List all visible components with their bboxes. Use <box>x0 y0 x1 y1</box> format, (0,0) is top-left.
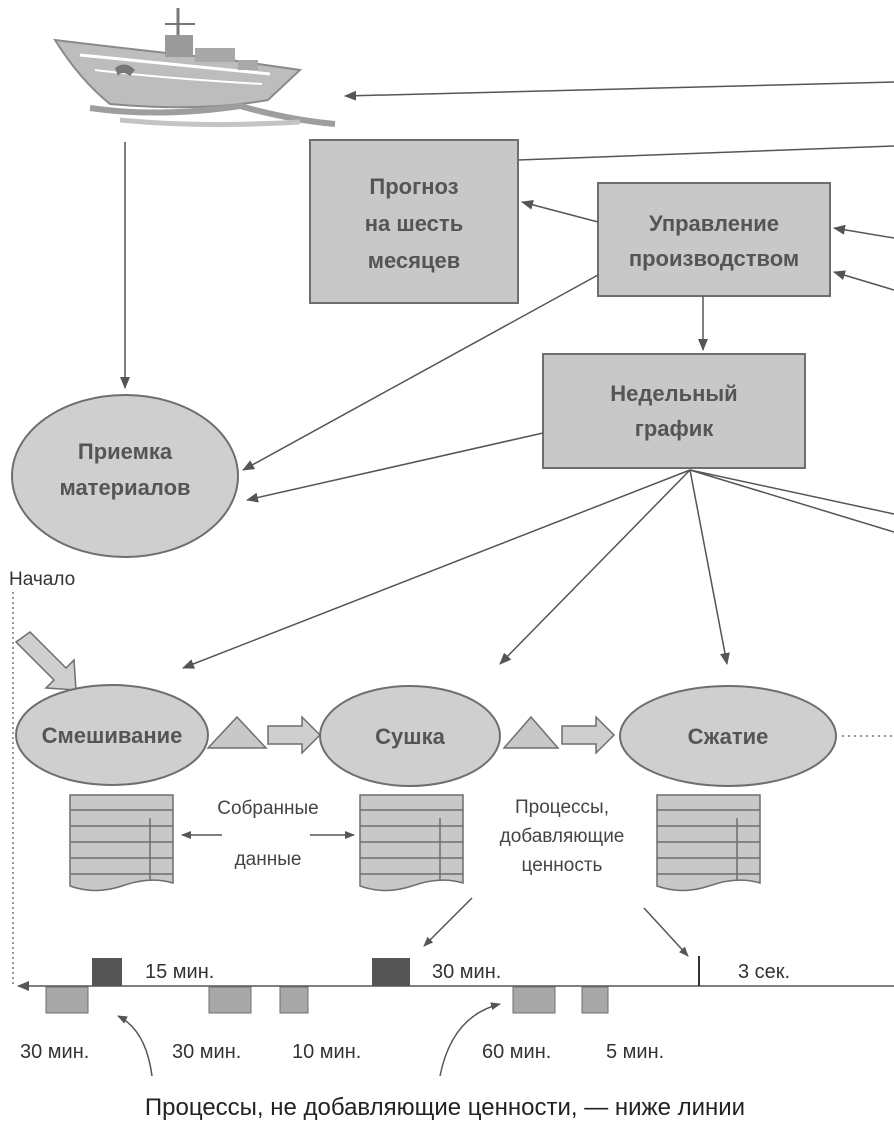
data-box-icon <box>69 794 174 892</box>
flow-arrow <box>833 224 894 239</box>
receiving-ellipse: Приемка материалов <box>11 394 239 558</box>
time-below-3: 10 мин. <box>292 1041 361 1063</box>
caption: Процессы, не добавляющие ценности, — ниж… <box>145 1094 745 1121</box>
flow-line <box>689 469 894 533</box>
inventory-triangle-icon <box>206 715 268 749</box>
process-drying-label: Сушка <box>375 724 445 749</box>
flow-line <box>517 145 894 161</box>
time-below-2: 30 мин. <box>172 1041 241 1063</box>
process-mixing-label: Смешивание <box>42 723 183 748</box>
flow-arrow <box>246 432 544 503</box>
timeline-value-block <box>92 958 122 986</box>
start-arrow-icon <box>14 631 77 691</box>
data-box-icon <box>359 794 464 892</box>
value-adding-line-1: Процессы, <box>515 797 609 818</box>
ship-icon <box>53 8 336 128</box>
process-compression-label: Сжатие <box>688 724 769 749</box>
weekly-schedule-box: Недельный график <box>542 353 806 469</box>
flow-arrow <box>499 469 691 665</box>
flow-arrow <box>182 469 691 669</box>
receiving-line-1: Приемка <box>78 439 173 464</box>
time-below-1: 30 мин. <box>20 1041 89 1063</box>
process-compression: Сжатие <box>619 685 837 787</box>
start-label: Начало <box>9 569 75 590</box>
time-below-4: 60 мин. <box>482 1041 551 1063</box>
weekly-schedule-line-2: график <box>635 416 715 441</box>
flow-line <box>689 469 894 515</box>
forecast-line-1: Прогноз <box>369 174 458 199</box>
caption-pointer <box>117 1015 153 1077</box>
flow-arrow <box>242 274 599 471</box>
flow-arrow <box>344 81 894 101</box>
time-below-5: 5 мин. <box>606 1041 664 1063</box>
data-box-icon <box>656 794 761 892</box>
receiving-line-2: материалов <box>59 475 190 500</box>
process-mixing: Смешивание <box>15 684 209 786</box>
timeline-waste-block <box>512 986 556 1014</box>
pointer-arrow <box>643 907 689 957</box>
production-control-line-1: Управление <box>649 211 779 236</box>
timeline-value-block <box>372 958 410 986</box>
process-drying: Сушка <box>319 685 501 787</box>
inventory-triangle-icon <box>502 715 560 749</box>
weekly-schedule-line-1: Недельный <box>610 381 737 406</box>
timeline-waste-block <box>279 986 309 1014</box>
production-control-line-2: производством <box>629 246 799 271</box>
timeline-waste-block <box>45 986 89 1014</box>
caption-pointer <box>439 1002 501 1077</box>
timeline-waste-block <box>581 986 609 1014</box>
pointer-arrow <box>423 897 473 947</box>
time-above-3: 3 сек. <box>738 961 790 983</box>
flow-arrow <box>689 469 730 665</box>
flow-arrow <box>833 270 894 291</box>
collected-data-line-1: Собранные <box>217 798 319 819</box>
flow-arrow <box>521 199 599 223</box>
push-arrow-icon <box>267 715 322 755</box>
value-adding-line-2: добавляющие <box>500 826 625 847</box>
collected-data-line-2: данные <box>235 849 302 870</box>
time-above-1: 15 мин. <box>145 961 214 983</box>
push-arrow-icon <box>561 715 616 755</box>
production-control-box: Управление производством <box>597 182 831 297</box>
timeline-waste-block <box>208 986 252 1014</box>
value-adding-line-3: ценность <box>522 855 603 876</box>
forecast-line-3: месяцев <box>368 248 461 273</box>
time-above-2: 30 мин. <box>432 961 501 983</box>
forecast-box: Прогноз на шесть месяцев <box>309 139 519 304</box>
forecast-line-2: на шесть <box>365 211 463 236</box>
